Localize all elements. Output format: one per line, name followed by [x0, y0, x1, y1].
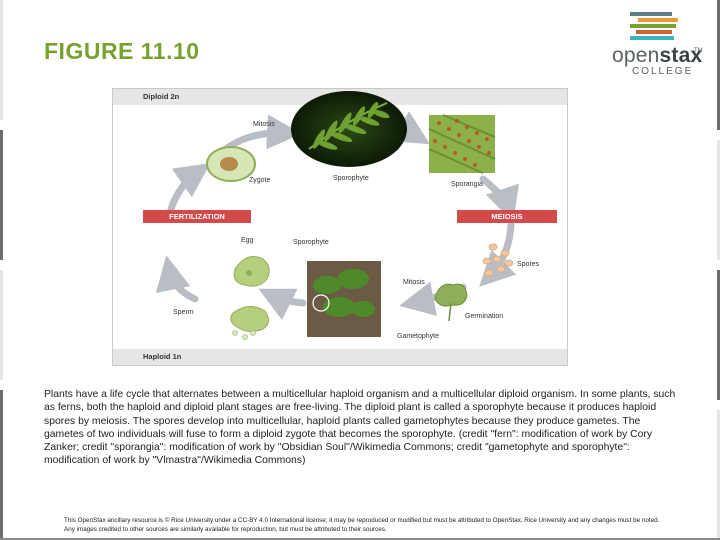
gametophyte-photo-icon	[307, 261, 381, 337]
sporangia-label: Sporangia	[451, 181, 483, 188]
life-cycle-diagram: Diploid 2n Haploid 1n FERTILIZATION MEIO…	[112, 88, 568, 366]
mitosis-top-label: Mitosis	[253, 121, 275, 128]
germination-label: Germination	[465, 313, 504, 320]
logo-wordmark: openstax	[612, 44, 703, 67]
logo-trademark: TM	[694, 48, 703, 54]
sporophyte-bottom-label: Sporophyte	[293, 239, 329, 246]
figure-caption: Plants have a life cycle that alternates…	[44, 389, 676, 467]
haploid-phase-label: Haploid 1n	[139, 351, 186, 363]
sperm-label: Sperm	[173, 309, 194, 316]
gametophyte-label: Gametophyte	[397, 333, 440, 340]
sporophyte-top-label: Sporophyte	[333, 175, 369, 182]
diagram-artwork	[113, 89, 567, 365]
zygote-icon	[206, 146, 256, 182]
sperm-gametophyte-icon	[230, 306, 269, 340]
figure-title: FIGURE 11.10	[44, 38, 200, 64]
logo-subtitle: COLLEGE	[632, 66, 694, 77]
egg-gametophyte-icon	[233, 256, 270, 287]
sporangia-photo-icon	[428, 114, 496, 174]
germination-icon	[434, 283, 468, 322]
meiosis-box: MEIOSIS	[457, 210, 557, 223]
fertilization-box: FERTILIZATION	[143, 210, 251, 223]
egg-label: Egg	[241, 237, 254, 244]
zygote-label: Zygote	[249, 177, 271, 184]
mitosis-bottom-label: Mitosis	[403, 279, 425, 286]
spores-icon	[482, 243, 514, 277]
fern-photo-icon	[291, 91, 407, 167]
license-footer: This OpenStax ancillary resource is © Ri…	[64, 517, 660, 533]
diploid-phase-label: Diploid 2n	[139, 91, 184, 103]
spores-label: Spores	[517, 261, 540, 268]
openstax-logo: openstax TM COLLEGE	[608, 10, 708, 80]
